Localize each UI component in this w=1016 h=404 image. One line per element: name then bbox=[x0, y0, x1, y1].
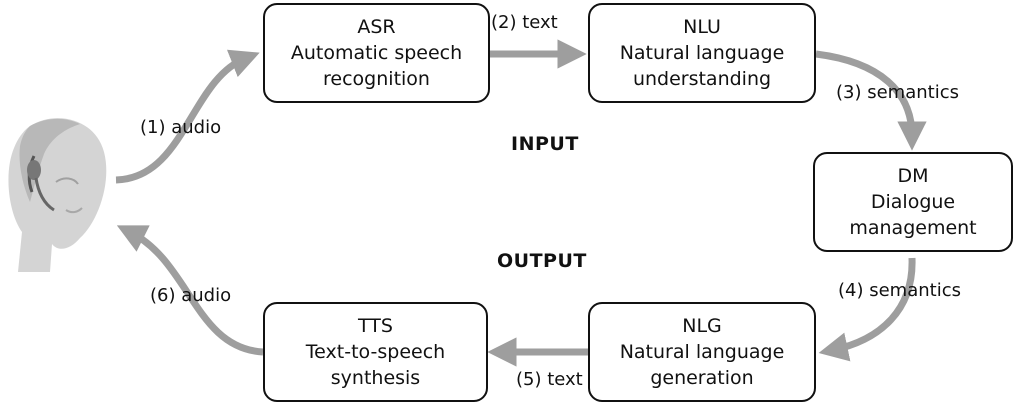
asr-box: ASR Automatic speech recognition bbox=[263, 3, 490, 103]
step6-label: (6) audio bbox=[150, 285, 232, 306]
dm-abbr: DM bbox=[897, 165, 929, 187]
tts-box: TTS Text-to-speech synthesis bbox=[263, 302, 488, 402]
step4-label: (4) semantics bbox=[838, 280, 961, 301]
step2-label: (2) text bbox=[491, 12, 558, 33]
nlu-box: NLU Natural language understanding bbox=[588, 3, 816, 103]
arrow-nlu-to-dm bbox=[815, 50, 927, 151]
tts-line2: synthesis bbox=[330, 367, 421, 389]
nlg-line1: Natural language bbox=[619, 341, 785, 363]
asr-line2: recognition bbox=[323, 68, 430, 90]
nlg-line2: generation bbox=[650, 367, 754, 389]
arrow-tts-to-user bbox=[116, 225, 264, 356]
step3-label: (3) semantics bbox=[836, 82, 959, 103]
nlu-abbr: NLU bbox=[683, 16, 721, 38]
asr-abbr: ASR bbox=[357, 16, 396, 38]
dm-line2: management bbox=[849, 217, 977, 239]
tts-abbr: TTS bbox=[358, 315, 393, 337]
arrow-user-to-asr bbox=[115, 49, 260, 184]
nlu-line2: understanding bbox=[632, 68, 772, 90]
asr-line1: Automatic speech bbox=[290, 42, 463, 64]
tts-line1: Text-to-speech bbox=[305, 341, 446, 363]
nlg-box: NLG Natural language generation bbox=[588, 302, 816, 402]
step1-label: (1) audio bbox=[140, 117, 222, 138]
nlg-abbr: NLG bbox=[682, 315, 722, 337]
step5-label: (5) text bbox=[516, 369, 583, 390]
nlu-line1: Natural language bbox=[619, 42, 785, 64]
dm-box: DM Dialogue management bbox=[813, 152, 1013, 252]
dm-line1: Dialogue bbox=[870, 191, 956, 213]
input-section-label: INPUT bbox=[511, 133, 579, 155]
user-headset-icon bbox=[8, 118, 107, 272]
output-section-label: OUTPUT bbox=[497, 250, 587, 272]
arrow-dm-to-nlg bbox=[818, 257, 916, 362]
